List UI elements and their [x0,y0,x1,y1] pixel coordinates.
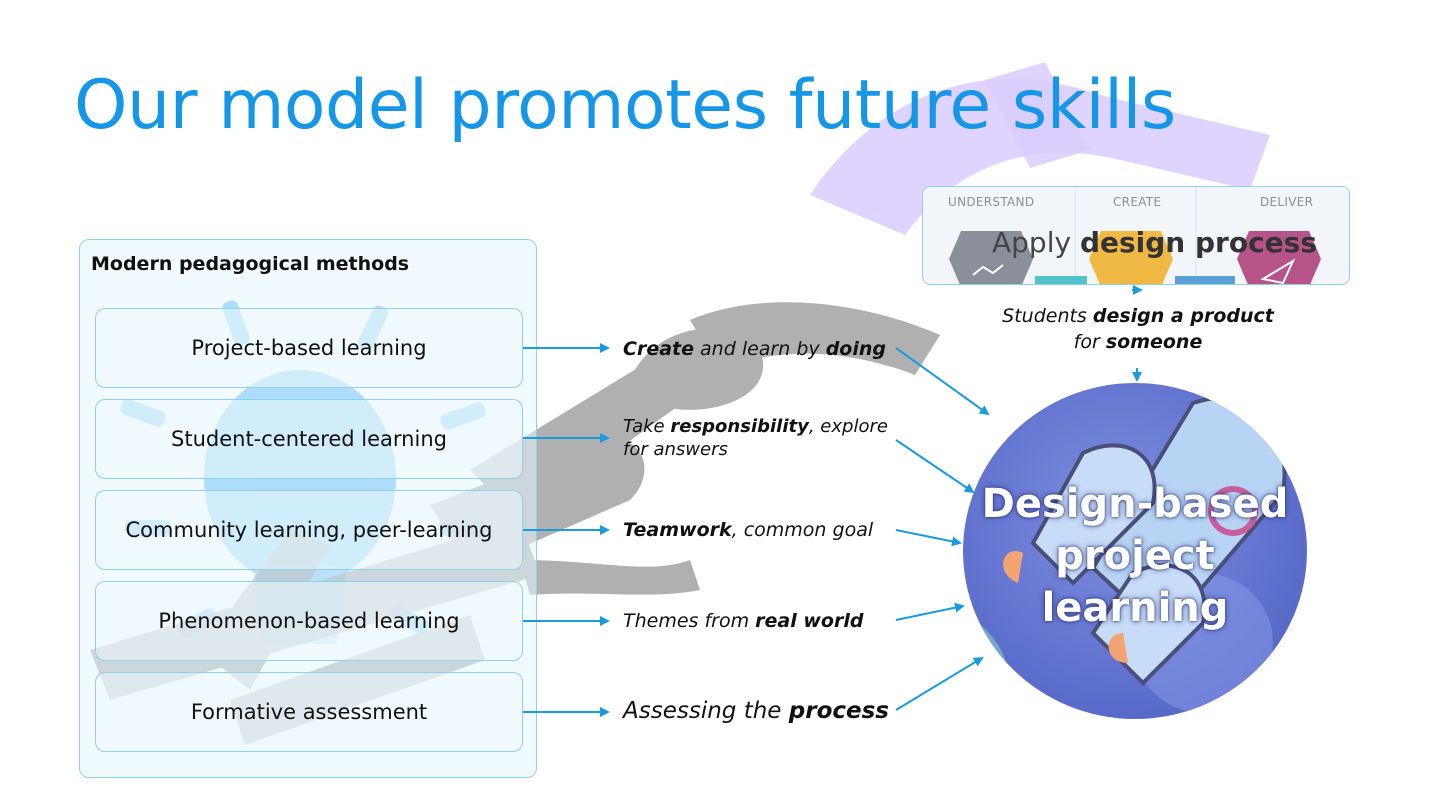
arrow-to-circle-5 [895,656,984,711]
method-label: Student-centered learning [171,427,447,451]
method-label: Phenomenon-based learning [158,609,460,633]
method-label: Project-based learning [191,336,427,360]
apply-design-process: Apply design process [992,226,1317,259]
method-student-centered: Student-centered learning [95,399,523,479]
phase-deliver: DELIVER [1260,195,1314,209]
phase-understand: UNDERSTAND [948,195,1035,209]
arrow-to-circle-4 [895,602,965,621]
handshake-icon [949,231,1033,284]
method-label: Formative assessment [190,700,428,724]
method-formative: Formative assessment [95,672,523,752]
method-label: Community learning, peer-learning [125,518,493,542]
methods-heading: Modern pedagogical methods [91,253,410,275]
method-project-based: Project-based learning [95,308,523,388]
design-process-graphic [949,187,1321,284]
arrow-to-circle-1 [895,347,990,416]
page-title: Our model promotes future skills [74,66,1176,145]
desc-teamwork: Teamwork, common goal [623,519,874,541]
method-phenomenon: Phenomenon-based learning [95,581,523,661]
circle-title: Design-based project learning [981,481,1289,631]
desc-real-world: Themes from real world [623,610,864,632]
method-community: Community learning, peer-learning [95,490,523,570]
arrow-to-circle-2 [895,439,975,494]
desc-process: Assessing the process [623,698,889,724]
desc-create: Create and learn by doing [623,338,886,360]
phase-create: CREATE [1113,195,1162,209]
design-process-box: UNDERSTAND CREATE DELIVER [922,186,1350,285]
arrow-to-circle-3 [895,529,962,547]
lightbulb-hex-icon [1089,231,1173,284]
paper-plane-icon [1237,231,1321,284]
rocket-circle-image [963,383,1307,719]
